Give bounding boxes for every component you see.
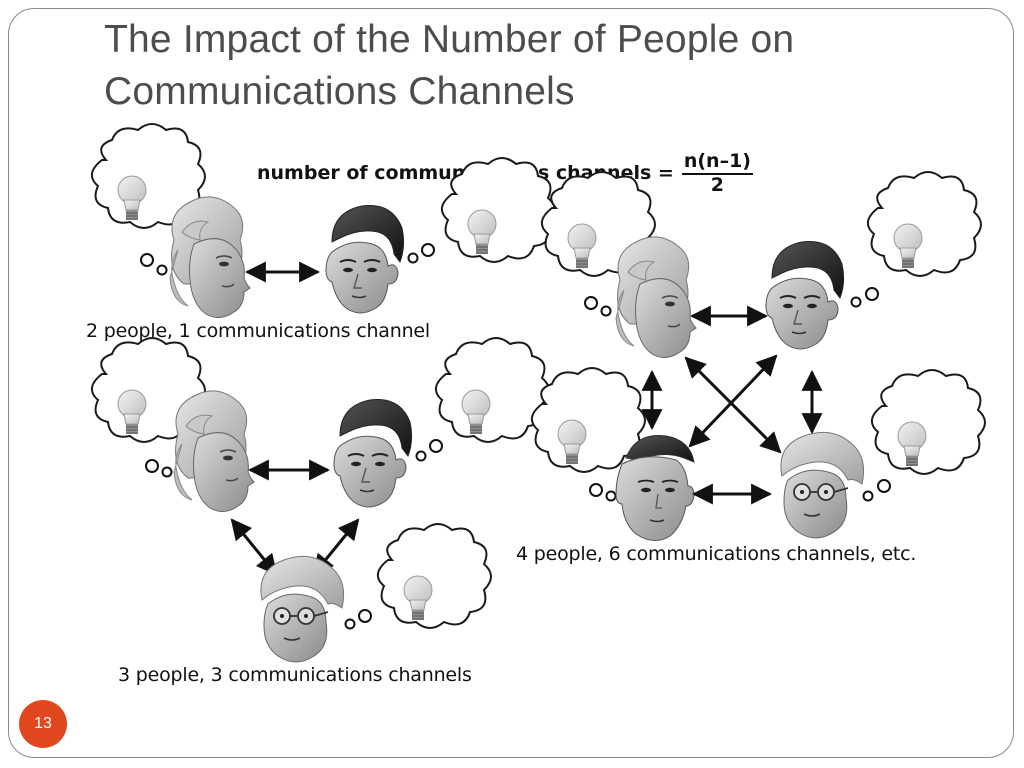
- formula-fraction: n(n–1) 2: [681, 150, 753, 196]
- thought-dot: [407, 252, 419, 264]
- slide-title-line-1: The Impact of the Number of People on: [104, 18, 795, 61]
- thought-dot: [358, 609, 372, 623]
- thought-dot: [140, 253, 154, 267]
- channel-arrow: [688, 354, 778, 448]
- page-number-badge: 13: [19, 700, 67, 748]
- formula-numerator: n(n–1): [681, 150, 753, 175]
- caption-four-people: 4 people, 6 communications channels, etc…: [516, 543, 917, 565]
- channel-arrow: [684, 356, 782, 454]
- thought-bubble-icon: [434, 337, 550, 443]
- channel-arrow: [230, 518, 278, 576]
- thought-dot: [156, 264, 168, 276]
- group-three-people: [90, 337, 550, 663]
- thought-dot: [850, 296, 862, 308]
- woman-icon: [615, 236, 697, 359]
- thought-dot: [415, 450, 427, 462]
- formula-denominator: 2: [710, 174, 725, 196]
- thought-dot: [877, 479, 891, 493]
- elderly-woman-icon: [780, 431, 865, 539]
- thought-dot: [344, 618, 356, 630]
- man-icon: [333, 398, 413, 508]
- man-icon: [765, 240, 845, 350]
- group-four-people: [530, 171, 986, 542]
- thought-bubble-icon: [440, 157, 556, 263]
- thought-dot: [605, 490, 617, 502]
- group-two-people: [90, 123, 556, 319]
- caption-two-people: 2 people, 1 communications channel: [86, 320, 430, 342]
- thought-dot: [865, 287, 879, 301]
- thought-bubble-icon: [870, 369, 986, 475]
- thought-bubble-icon: [866, 171, 982, 277]
- thought-dot: [161, 466, 173, 478]
- thought-dot: [421, 243, 435, 257]
- thought-dot: [589, 483, 603, 497]
- thought-dot: [429, 439, 443, 453]
- thought-dot: [600, 305, 612, 317]
- thought-dot: [862, 490, 874, 502]
- woman-icon: [173, 390, 255, 513]
- thought-dot: [145, 459, 159, 473]
- slide-title-line-2: Communications Channels: [104, 70, 575, 113]
- man-icon: [325, 204, 405, 314]
- caption-three-people: 3 people, 3 communications channels: [118, 664, 472, 686]
- thought-dot: [584, 296, 598, 310]
- thought-bubble-icon: [376, 523, 492, 629]
- elderly-woman-icon: [260, 555, 345, 663]
- woman-icon: [169, 196, 251, 319]
- slide-title: The Impact of the Number of People on Co…: [104, 14, 964, 118]
